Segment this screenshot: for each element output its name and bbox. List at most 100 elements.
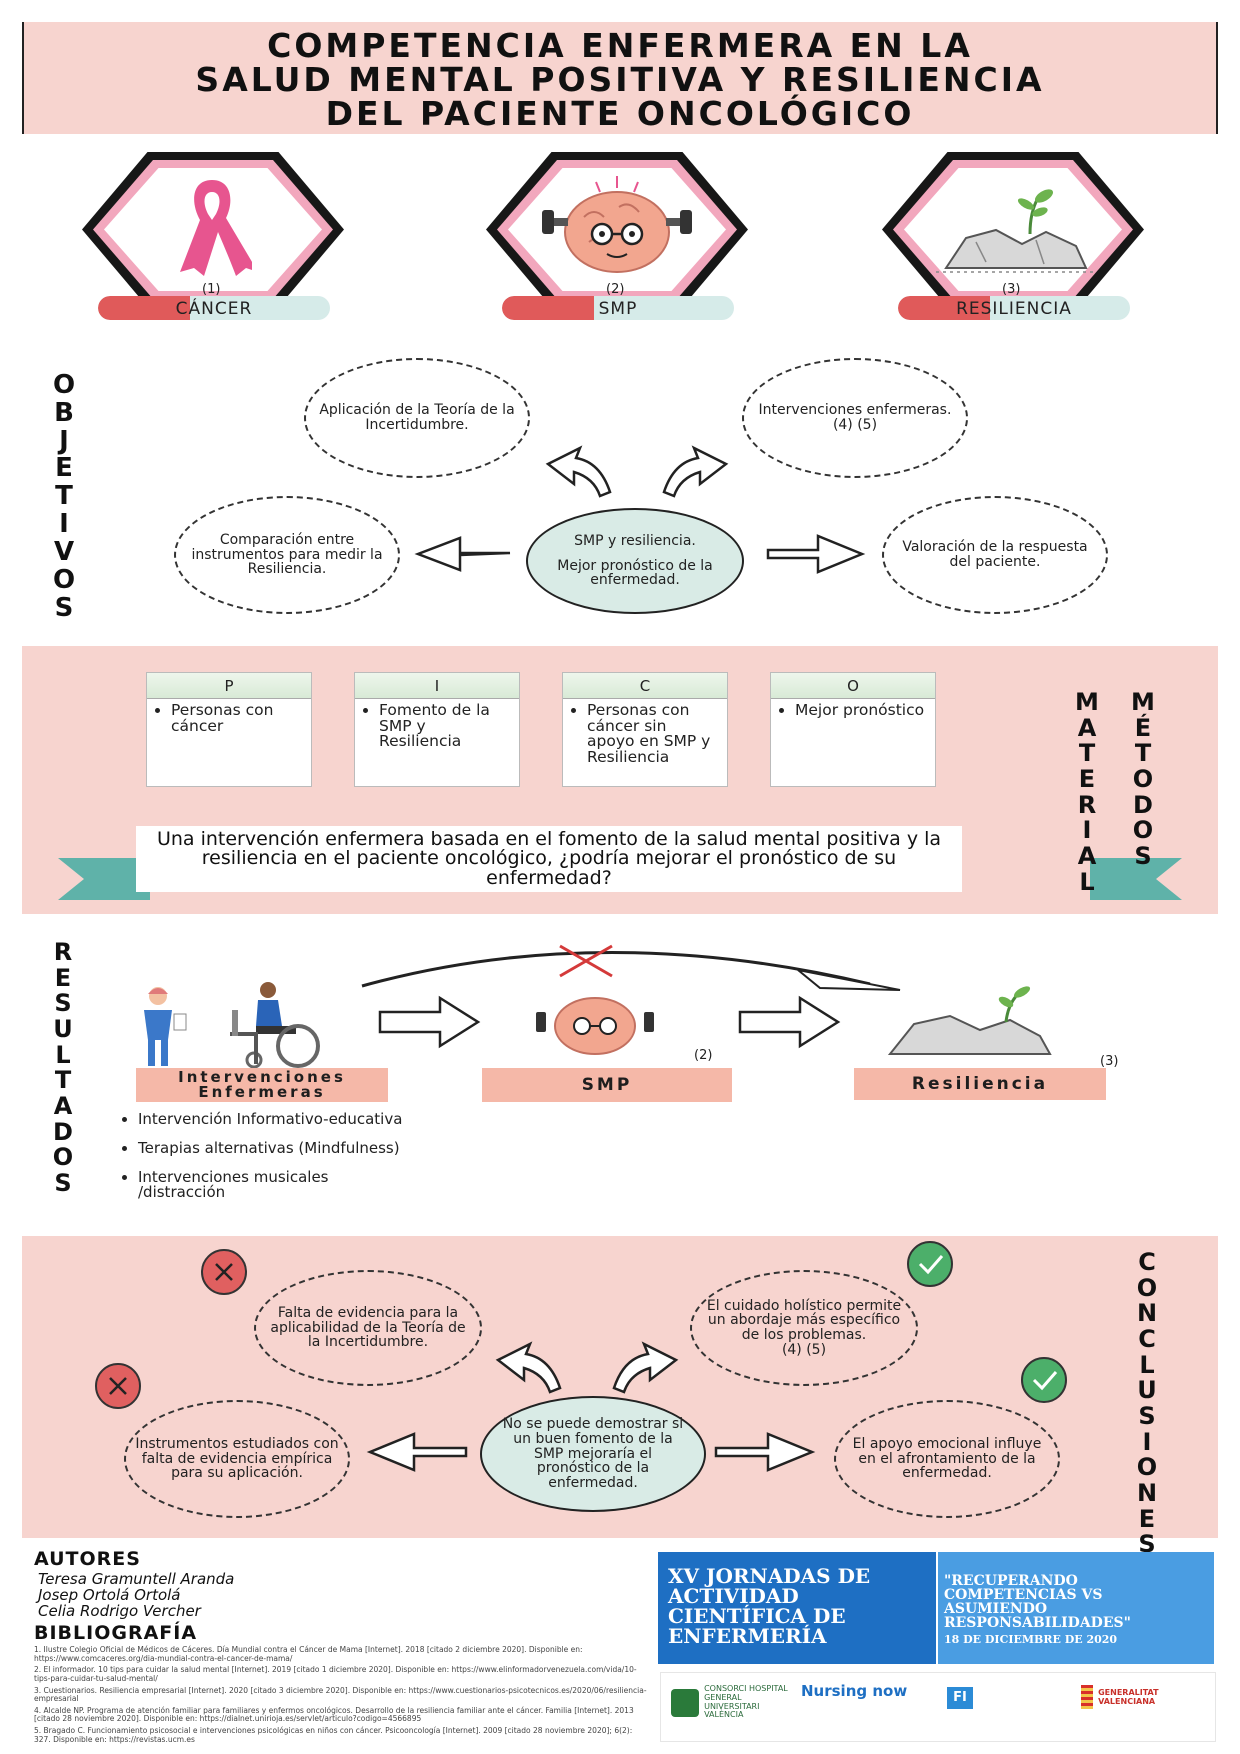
pico-card-o: O Mejor pronóstico [770, 672, 936, 787]
conclusion-apoyo-emocional: El apoyo emocional influye en el afronta… [834, 1400, 1060, 1518]
plant-rock-icon [887, 986, 1052, 1055]
brain-icon [536, 997, 654, 1055]
author-name: Teresa Gramuntell Aranda [38, 1570, 235, 1588]
conclusion-cuidado-ref: (4) (5) [781, 1341, 827, 1358]
list-item: Intervenciones musicales /distracción [138, 1170, 418, 1200]
jornadas-lema: "RECUPERANDO COMPETENCIAS VS ASUMIENDO R… [944, 1573, 1131, 1631]
label-resiliencia-text: RESILIENCIA [956, 299, 1072, 319]
cross-circle-icon [201, 1249, 247, 1295]
author-name: Josep Ortolá Ortolá [38, 1586, 181, 1604]
hex-ref-3: (3) [1002, 282, 1021, 297]
jornadas-box: XV JORNADAS DE ACTIVIDAD CIENTÍFICA DE E… [658, 1552, 936, 1664]
arrow-right-icon [378, 995, 481, 1049]
pico-text-p: Personas con cáncer [171, 702, 301, 734]
pico-card-c: C Personas con cáncer sin apoyo en SMP y… [562, 672, 728, 787]
logos-row: CONSORCI HOSPITAL GENERAL UNIVERSITARI V… [660, 1672, 1216, 1742]
pico-text-c: Personas con cáncer sin apoyo en SMP y R… [587, 702, 717, 765]
label-cancer: CÁNCER [98, 296, 330, 320]
result-smp: SMP [482, 1068, 732, 1102]
generalitat-valenciana-logo: GENERALITAT VALENCIANA [1081, 1685, 1211, 1709]
objetivo-central: SMP y resiliencia. Mejor pronóstico de l… [526, 508, 744, 614]
arrow-right-icon [766, 534, 866, 574]
pico-letter-c: C [563, 673, 727, 699]
objetivo-comparacion-instrumentos: Comparación entre instrumentos para medi… [174, 496, 400, 614]
objetivo-central-line1: SMP y resiliencia. [574, 532, 696, 549]
conclusion-teoria: Falta de evidencia para la aplicabilidad… [254, 1270, 482, 1386]
result-smp-ref: (2) [694, 1048, 713, 1063]
pico-text-i: Fomento de la SMP y Resiliencia [379, 702, 509, 750]
author-name: Celia Rodrigo Vercher [38, 1602, 201, 1620]
title-line-2: SALUD MENTAL POSITIVA Y RESILIENCIA [195, 60, 1045, 99]
result-resiliencia: Resiliencia [854, 1068, 1106, 1100]
resultados-arrows [361, 944, 901, 1049]
bibliografia-list: 1. Ilustre Colegio Oficial de Médicos de… [34, 1645, 650, 1744]
brain-lifting-weights-icon [542, 176, 692, 273]
bib-ref: 3. Cuestionarios. Resiliencia empresaria… [34, 1685, 647, 1704]
hexagon-resiliencia: (3) [882, 152, 1144, 307]
curved-arrow-up-right-icon [662, 445, 729, 498]
hex-ref-2: (2) [606, 282, 625, 297]
cross-mark-icon [559, 944, 613, 978]
arrow-right-icon [714, 1432, 816, 1472]
nurse-and-patient-icon [144, 982, 320, 1069]
objetivo-intervenciones-text: Intervenciones enfermeras. [758, 402, 952, 419]
curved-arrow-up-left-icon [495, 1341, 562, 1394]
curved-arrow-up-right-icon [612, 1341, 679, 1394]
result-resiliencia-ref: (3) [1100, 1054, 1119, 1069]
objetivo-intervenciones-enfermeras: Intervenciones enfermeras. (4) (5) [742, 358, 968, 478]
pico-letter-o: O [771, 673, 935, 699]
pico-card-i: I Fomento de la SMP y Resiliencia [354, 672, 520, 787]
plant-growing-from-rock-icon [936, 189, 1094, 273]
conclusiones-arrows [95, 1241, 1067, 1472]
pico-letter-i: I [355, 673, 519, 699]
intervenciones-list: Intervención Informativo-educativa Terap… [118, 1112, 418, 1214]
hex-ref-1: (1) [202, 282, 221, 297]
jornadas-fecha: 18 DE DICIEMBRE DE 2020 [944, 1633, 1118, 1646]
arrow-left-icon [366, 1432, 468, 1472]
result-intervenciones-enfermeras: Intervenciones Enfermeras [136, 1068, 388, 1102]
cross-circle-icon [95, 1363, 141, 1409]
title-banner: COMPETENCIA ENFERMERA EN LA SALUD MENTAL… [22, 22, 1218, 134]
consorci-hospital-general-logo: CONSORCI HOSPITAL GENERAL UNIVERSITARI V… [671, 1684, 801, 1720]
label-resiliencia: RESILIENCIA [898, 296, 1130, 320]
ribbon-banner [58, 858, 1182, 900]
hexagon-smp: (2) [486, 152, 748, 307]
autores-heading: AUTORES [34, 1548, 141, 1570]
conclusion-cuidado-holistico: El cuidado holístico permite un abordaje… [690, 1270, 918, 1386]
pink-ribbon-icon [180, 180, 252, 276]
objetivo-central-line2: Mejor pronóstico de la enfermedad. [557, 557, 713, 589]
nursing-now-logo: Nursing now [801, 1682, 908, 1700]
pico-grid: P Personas con cáncer I Fomento de la SM… [146, 672, 1046, 802]
fundacion-investigacion-logo: FI [947, 1687, 973, 1709]
label-cancer-text: CÁNCER [175, 299, 253, 319]
pico-card-p: P Personas con cáncer [146, 672, 312, 787]
bib-ref: 1. Ilustre Colegio Oficial de Médicos de… [34, 1645, 583, 1663]
label-smp: SMP [502, 296, 734, 320]
label-smp-text: SMP [598, 299, 638, 319]
bibliografia-heading: BIBLIOGRAFÍA [34, 1622, 198, 1644]
jornadas-title: XV JORNADAS DE ACTIVIDAD CIENTÍFICA DE E… [668, 1564, 871, 1648]
jornadas-lema-box: "RECUPERANDO COMPETENCIAS VS ASUMIENDO R… [938, 1552, 1214, 1664]
check-circle-icon [1021, 1357, 1067, 1403]
conclusion-central: No se puede demostrar si un buen fomento… [480, 1396, 706, 1512]
bib-ref: 5. Bragado C. Funcionamiento psicosocial… [34, 1726, 633, 1744]
title-line-3: DEL PACIENTE ONCOLÓGICO [325, 94, 915, 133]
objetivo-intervenciones-ref: (4) (5) [832, 417, 878, 433]
pico-question: Una intervención enfermera basada en el … [136, 826, 962, 892]
conclusion-cuidado-text: El cuidado holístico permite un abordaje… [706, 1297, 902, 1343]
bib-ref: 4. Alcalde NP. Programa de atención fami… [34, 1705, 634, 1724]
check-circle-icon [907, 1241, 953, 1287]
pico-letter-p: P [147, 673, 311, 699]
conclusion-instrumentos: Instrumentos estudiados con falta de evi… [124, 1400, 350, 1518]
hexagon-cancer: (1) [82, 152, 344, 307]
list-item: Intervención Informativo-educativa [138, 1112, 418, 1127]
bib-ref: 2. El informador. 10 tips para cuidar la… [34, 1665, 637, 1683]
list-item: Terapias alternativas (Mindfulness) [138, 1141, 418, 1156]
curved-arrow-up-left-icon [545, 445, 612, 498]
objetivo-valoracion-respuesta: Valoración de la respuesta del paciente. [882, 496, 1108, 614]
arrow-left-icon [414, 536, 511, 572]
